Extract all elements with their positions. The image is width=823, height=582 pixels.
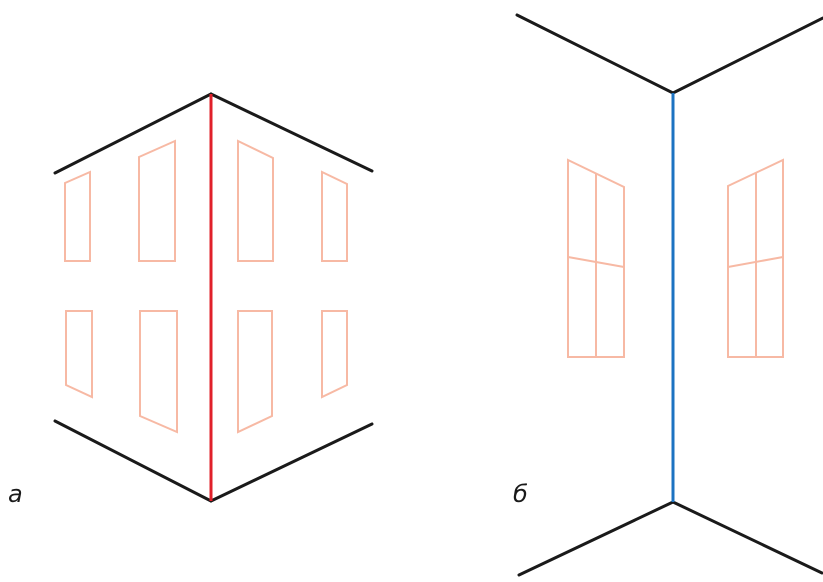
- panel-b-window-left-frame: [567, 158, 625, 358]
- panel-b-floor-left-edge: [517, 500, 675, 577]
- panel-a-window-right-upper-outer: [321, 170, 348, 262]
- panel-b-floor-right-edge: [671, 500, 823, 575]
- panel-a-window-right-lower-inner: [237, 310, 273, 434]
- panel-b-window-right-transom: [727, 256, 784, 268]
- panel-a-window-right-upper-inner: [237, 139, 274, 262]
- panel-b-ceiling-right-edge: [671, 16, 823, 95]
- panel-b-window-right: [727, 158, 784, 358]
- panel-a: [53, 92, 374, 503]
- panel-b-window-left: [567, 158, 625, 358]
- panel-a-window-left-lower-inner: [139, 310, 178, 434]
- panel-b-window-right-frame: [727, 158, 784, 358]
- panel-a-window-left-lower-outer: [65, 310, 93, 399]
- panel-a-base-right-edge: [209, 422, 374, 503]
- panel-b: [515, 13, 823, 577]
- panel-a-window-left-upper-inner: [138, 139, 176, 262]
- panel-a-window-right-lower-outer: [321, 310, 348, 399]
- panel-a-roof-left-edge: [53, 92, 213, 175]
- panel-a-window-left-upper-outer: [64, 170, 91, 262]
- panel-a-roof-right-edge: [209, 92, 374, 173]
- panel-b-window-left-transom: [567, 256, 625, 268]
- panel-b-ceiling-left-edge: [515, 13, 675, 95]
- panel-a-label: а: [8, 480, 23, 508]
- panel-b-label: б: [513, 480, 528, 508]
- panel-a-base-left-edge: [53, 419, 213, 503]
